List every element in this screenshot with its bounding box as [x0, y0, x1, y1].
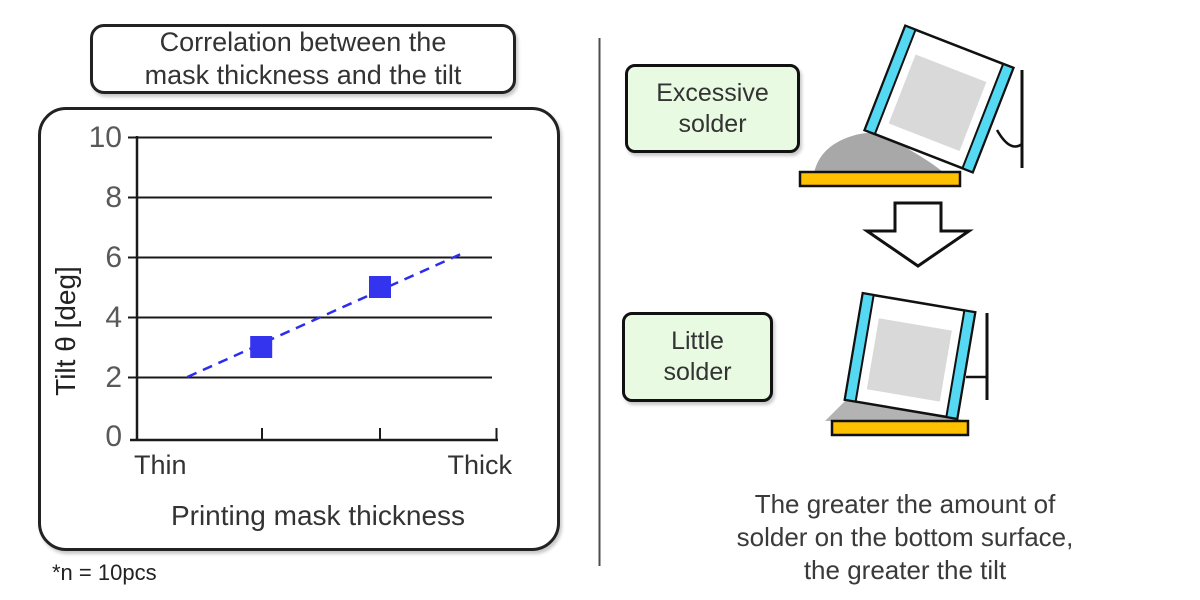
solder-fillet-large: [814, 133, 944, 173]
y-tick-4: 4: [105, 300, 122, 334]
sample-size-note: *n = 10pcs: [52, 560, 157, 585]
chip-marking: [866, 318, 952, 402]
little-solder-illustration: [825, 291, 989, 437]
chip-component-large-tilt: [863, 24, 1015, 174]
conclusion-caption: The greater the amount of solder on the …: [736, 489, 1074, 585]
data-point: [369, 276, 391, 298]
y-tick-10: 10: [88, 120, 122, 154]
data-point: [250, 336, 273, 358]
x-tick-thick: Thick: [447, 450, 512, 480]
chip-terminal-left: [863, 24, 917, 136]
excessive-solder-label: Excessive solder: [625, 64, 800, 153]
chart-data-layer: [186, 252, 462, 379]
chip-terminal-right: [945, 309, 977, 420]
x-tick-thin: Thin: [134, 450, 187, 480]
little-solder-label: Little solder: [622, 312, 773, 402]
chip-terminal-right: [961, 62, 1015, 174]
solder-fillet-small: [825, 400, 963, 421]
y-tick-6: 6: [105, 240, 122, 274]
solder-pad: [798, 170, 962, 188]
x-axis-title: Printing mask thickness: [170, 500, 466, 531]
chart-card: [38, 107, 560, 551]
chip-component-small-tilt: [843, 291, 977, 421]
y-axis-title: Tilt θ [deg]: [50, 266, 81, 396]
chip-terminal-left: [843, 292, 875, 403]
excessive-solder-illustration: [798, 24, 1024, 188]
y-tick-0: 0: [105, 420, 122, 453]
down-arrow-icon: [862, 201, 974, 268]
chart-title: Correlation between the mask thickness a…: [90, 24, 516, 94]
chart-grid: [128, 136, 498, 442]
y-tick-2: 2: [105, 360, 122, 394]
solder-pad: [830, 419, 970, 437]
tilt-angle-arc: [995, 129, 1023, 148]
chip-marking: [888, 54, 987, 152]
y-tick-8: 8: [105, 180, 122, 214]
trendline: [186, 252, 462, 379]
